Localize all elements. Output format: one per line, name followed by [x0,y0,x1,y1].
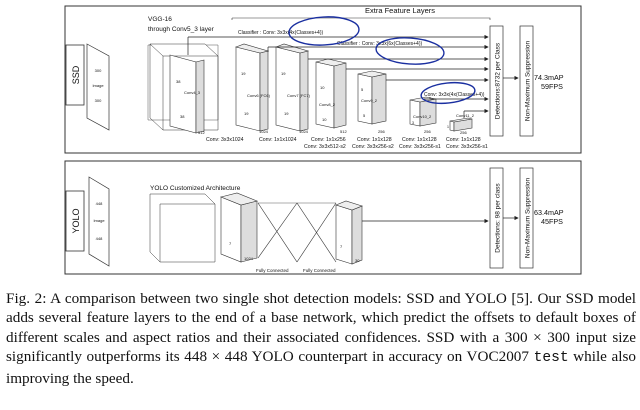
ssd-side-label-box [65,44,85,106]
yolo-side-label: YOLO [71,208,81,233]
classifier-label-1: Classifier : Conv: 3x3x(4x(Classes+4)) [238,30,323,36]
yolo-input-image-label: Image [93,218,105,223]
conv-op-5b: Conv: 3x3x256-s1 [399,144,441,150]
ssd-panel-frame [64,5,582,154]
conv11-2-label: Conv11_2 [456,113,475,118]
yolo-arch-label: YOLO Customized Architecture [150,185,241,192]
conv8-2-num-a: 10 [320,85,325,90]
ssd-input-image-label: Image [92,83,104,88]
conv11-2-layer [449,120,455,132]
ssd-input-size-top: 300 [95,68,102,73]
conv7-label: Conv7 (FC7) [287,93,311,98]
conv8-2-depth: 512 [340,129,347,134]
ssd-detections-label: Detections:8732 per Class [495,42,502,119]
figure-caption: Fig. 2: A comparison between two single … [6,289,636,388]
conv7-depth: 1024 [299,129,309,134]
ssd-yolo-architecture-figure: SSD Extra Feature Layers 300 Image 300 V… [64,5,582,275]
conv-op-2: Conv: 1x1x1024 [259,137,297,143]
annotation-circle-3 [420,81,476,105]
conv6-num-a: 19 [241,71,246,76]
ssd-side-label: SSD [71,65,81,84]
ssd-nms-box [519,25,534,137]
ssd-input-image [86,43,110,131]
yolo-input-size-bottom: 448 [96,236,103,241]
conv7-num-a: 19 [281,71,286,76]
caption-end-text: while also improving the speed. [6,348,636,387]
yolo-map: 63.4mAP [534,208,564,217]
conv9-2-num-b: 5 [363,113,366,118]
conv11-2-num-a: 1 [447,125,449,129]
conv6-depth: 1024 [259,129,269,134]
conv4-3-label: Conv4_3 [184,90,201,95]
ssd-fps: 59FPS [541,82,563,91]
conv4-3-num-b: 38 [180,114,185,119]
yolo-feature-num: 7 [229,241,232,246]
conv8-2-label: Conv8_2 [319,102,336,107]
conv9-2-label: Conv9_2 [361,98,378,103]
yolo-panel-frame [64,160,582,275]
yolo-nms-label: Non-Maximum Suppression [525,178,532,259]
conv9-2-depth: 256 [378,129,385,134]
annotation-circle-2 [375,37,445,65]
yolo-feature-layer [220,196,242,263]
fc-label-2: Fully Connected [303,268,336,273]
yolo-output-depth: 30 [355,258,360,263]
extra-feature-layers-bracket [231,17,491,20]
conv-op-4b: Conv: 3x3x256-s2 [352,144,394,150]
conv-op-5: Conv: 1x1x128 [402,137,437,143]
conv10-2-label: Conv10_2 [413,114,432,119]
conv7-num-b: 19 [284,111,289,116]
conv-op-6: Conv: 1x1x128 [446,137,481,143]
annotation-circle-1 [288,16,360,46]
ssd-detections-box [489,25,504,137]
conv11-2-depth: 256 [460,130,467,135]
conv6-num-b: 19 [244,111,249,116]
caption-code-text: test [533,350,569,367]
conv10-2-num-a: 3 [412,121,414,125]
yolo-input-image [88,176,110,267]
yolo-fps: 45FPS [541,217,563,226]
conv6-label: Conv6 (FC6) [247,93,271,98]
conv6-layer [235,46,261,132]
yolo-output-layer [335,204,353,265]
yolo-nms-box [519,167,534,269]
classifier-label-3: Conv: 3x3x(4x(Classes+4)) [424,92,485,98]
conv-op-6b: Conv: 3x3x256-s1 [446,144,488,150]
yolo-output-num: 7 [340,244,343,249]
ssd-map: 74.3mAP [534,73,564,82]
ssd-input-size-bottom: 300 [95,98,102,103]
fc-label-1: Fully Connected [256,268,289,273]
yolo-arch-block [149,193,216,263]
extra-feature-layers-label: Extra Feature Layers [365,6,435,15]
ssd-nms-label: Non-Maximum Suppression [525,41,532,122]
yolo-detections-label: Detections: 98 per class [495,183,502,253]
vgg-label-2: through Conv5_3 layer [148,26,215,33]
vgg-label-1: VGG-16 [148,16,172,23]
conv4-3-num-a: 38 [176,79,181,84]
yolo-side-label-box [65,190,85,252]
fc-connection [257,202,298,263]
conv9-2-num-a: 5 [361,87,364,92]
yolo-input-size-top: 448 [96,201,103,206]
conv-op-4: Conv: 1x1x128 [357,137,392,143]
yolo-feature-depth: 1024 [244,256,254,261]
conv-op-1: Conv: 3x3x1024 [206,137,244,143]
conv-op-3: Conv: 1x1x256 [311,137,346,143]
conv8-2-num-b: 10 [322,117,327,122]
conv10-2-depth: 256 [424,129,431,134]
conv7-layer [275,46,301,132]
conv4-3-depth: 512 [198,130,205,135]
conv-op-3b: Conv: 3x3x512-s2 [304,144,346,150]
caption-main-text: Fig. 2: A comparison between two single … [6,290,636,366]
